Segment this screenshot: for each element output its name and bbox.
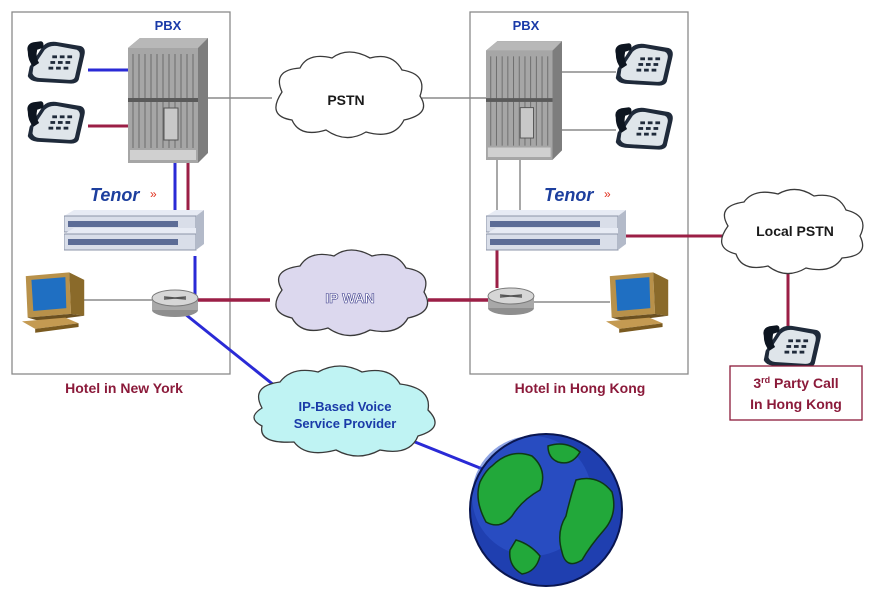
third-party-label-line1: 3rd Party Call	[753, 375, 838, 391]
ip-wan-cloud: IP WAN	[275, 249, 429, 337]
hk-pbx-label: PBX	[513, 18, 540, 33]
third-party-label-box	[729, 365, 863, 421]
ny-phone-1	[27, 41, 85, 84]
voice-provider-label-line1: IP-Based Voice	[299, 399, 392, 414]
new-york-site-box	[11, 11, 231, 375]
hk-phone-1	[615, 43, 673, 86]
ny-tenor-arrow-icon: »	[150, 187, 157, 201]
hong-kong-site-box	[469, 11, 689, 375]
hk-router	[487, 287, 535, 316]
ny-router	[151, 289, 199, 318]
ny-phone-2	[27, 101, 85, 144]
local-pstn-label: Local PSTN	[756, 223, 834, 239]
internet-globe-icon	[469, 433, 623, 587]
ny-tenor-logo: Tenor	[90, 185, 140, 205]
third-party-phone	[763, 325, 821, 368]
hk-pbx	[486, 40, 562, 161]
hong-kong-site-label: Hotel in Hong Kong	[515, 380, 646, 396]
hk-computer	[606, 272, 669, 333]
hk-tenor-gateway	[486, 210, 626, 251]
ny-computer	[22, 272, 85, 333]
local-pstn-cloud: Local PSTN	[720, 188, 864, 275]
voice-provider-cloud: IP-Based Voice Service Provider	[253, 365, 436, 457]
new-york-site-label: Hotel in New York	[65, 380, 183, 396]
ny-pbx-label: PBX	[155, 18, 182, 33]
voice-provider-label-line2: Service Provider	[294, 416, 397, 431]
ny-tenor-gateway	[64, 210, 204, 251]
ip-wan-label: IP WAN	[325, 290, 375, 306]
hk-phone-2	[615, 107, 673, 150]
third-party-label-line2: In Hong Kong	[750, 396, 842, 412]
hk-tenor-logo: Tenor	[544, 185, 594, 205]
hk-tenor-arrow-icon: »	[604, 187, 611, 201]
ny-pbx	[128, 38, 208, 163]
pstn-cloud: PSTN	[275, 51, 425, 139]
pstn-label: PSTN	[327, 92, 364, 108]
